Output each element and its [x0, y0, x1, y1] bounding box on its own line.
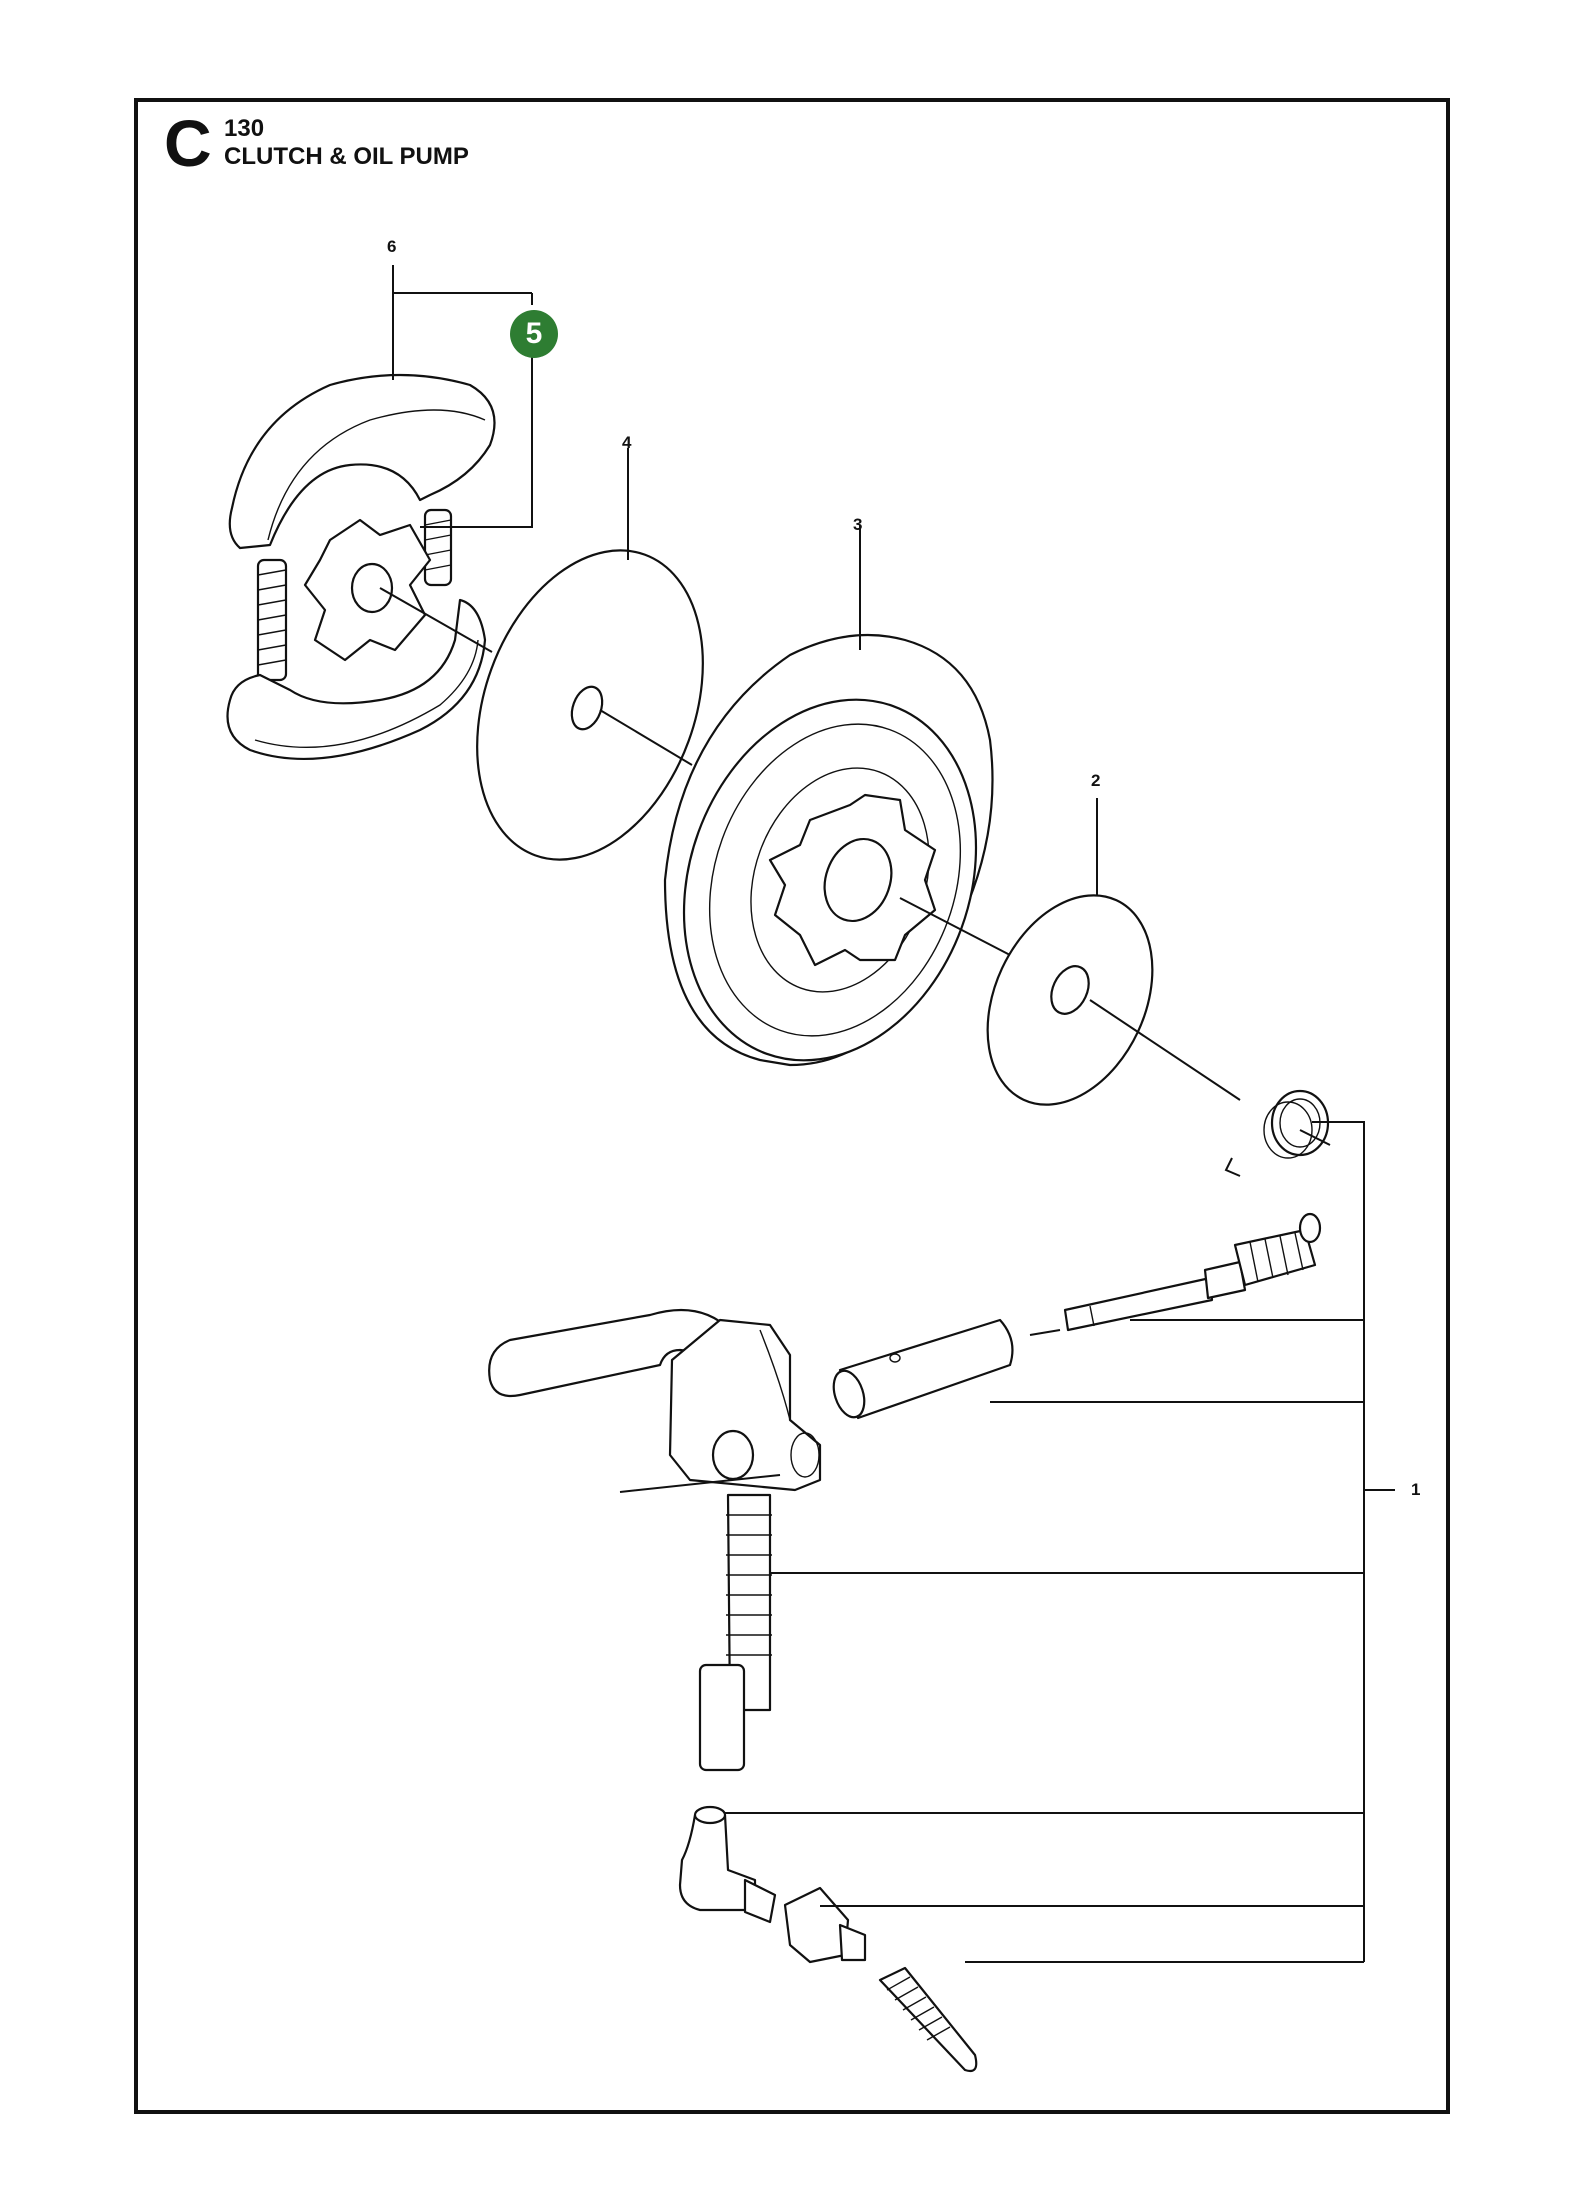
- pump-nipple: [783, 1886, 867, 1964]
- oil-pump-kit-part[interactable]: [488, 1089, 1330, 2073]
- clutch-spring: [256, 508, 453, 682]
- pump-oil-hose: [698, 1493, 772, 1772]
- page-number: 130: [224, 115, 265, 142]
- diagram-frame: [134, 98, 1450, 2114]
- pump-housing: [488, 1308, 822, 1492]
- callout-6: 6: [387, 237, 397, 256]
- callout-2: 2: [1091, 771, 1101, 790]
- pump-drive-shaft: [1063, 1212, 1322, 1332]
- pump-elbow-fitting: [678, 1805, 777, 1924]
- leader-lines: [379, 265, 1395, 1963]
- callout-5-badge: 5: [510, 310, 558, 358]
- callout-1: 1: [1411, 1480, 1421, 1499]
- clutch-drum-part[interactable]: [635, 633, 1025, 1102]
- section-title: CLUTCH & OIL PUMP: [224, 143, 469, 170]
- callout-3: 3: [853, 515, 863, 534]
- pump-screw: [878, 1966, 978, 2073]
- section-letter: C: [164, 106, 212, 180]
- clutch-assembly-part[interactable]: [226, 373, 496, 761]
- callout-4: 4: [622, 433, 632, 452]
- pump-piston: [832, 1318, 1014, 1420]
- pump-spring: [1224, 1089, 1330, 1177]
